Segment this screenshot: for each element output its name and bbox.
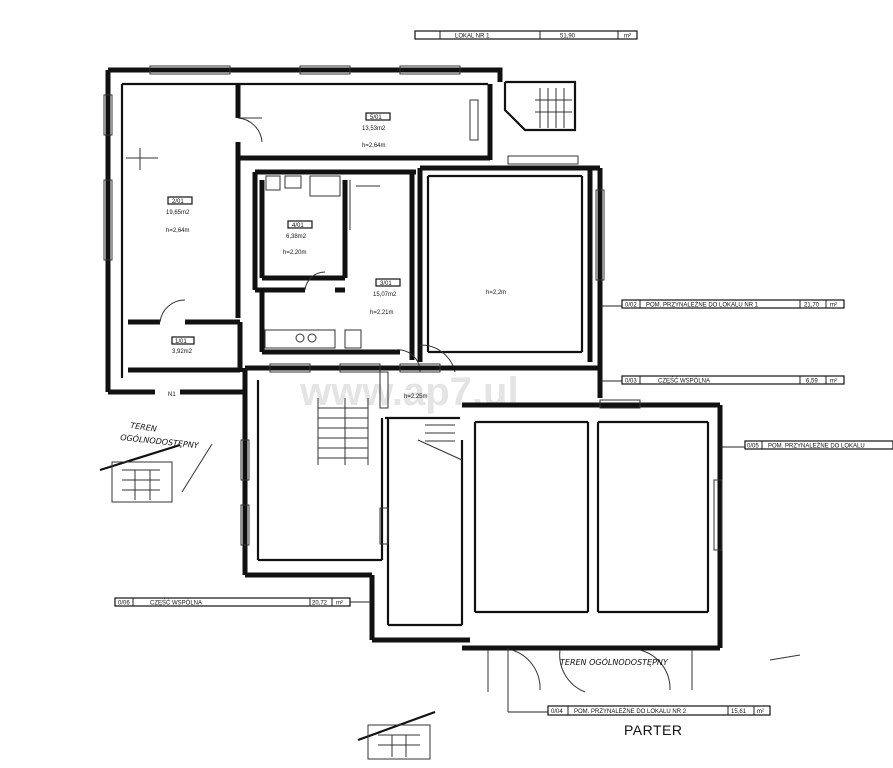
room-5-01-height: h=2,64m [362,143,386,149]
bottom-shed-sketch [357,710,436,760]
legend-0-06-label: CZĘŚĆ WSPÓLNA [150,599,202,607]
upper-right-room-walls [394,155,605,398]
legend-0-02-code: 0/02 [625,303,637,309]
legend-0-04: 0/04 POM. PRZYNALEŻNE DO LOKALU NR 2 15,… [508,705,771,716]
legend-lokal-1-unit: m² [624,34,631,40]
legend-lokal-1: LOKAL NR 1 51,90 m² [414,30,638,40]
legend-0-06-unit: m² [336,601,343,607]
legend-0-06: 0/06 CZĘŚĆ WSPÓLNA 20,72 m² [114,597,372,607]
room-4-01-id: 4/01 [292,223,304,229]
room-2-01-area: 19,65m2 [166,210,190,216]
room-2-01-height: h=2,64m [166,228,190,234]
room-1-01: 1/01 3,92m2 [171,336,195,355]
legend-0-04-code: 0/04 [551,709,563,715]
room-5-01-id: 5/01 [370,115,382,121]
legend-0-05-code: 0/05 [747,444,759,450]
legend-0-02-label: POM. PRZYNALEŻNE DO LOKALU NR 1 [646,302,759,309]
legend-lokal-1-value: 51,90 [560,34,576,40]
legend-0-05: 0/05 POM. PRZYNALEŻNE DO LOKALU [720,440,893,450]
left-note-line2: OGÓLNODOSTĘPNY [120,431,201,450]
legend-0-04-value: 15,61 [731,709,747,715]
legend-0-03-code: 0/03 [625,379,637,385]
legend-0-02-value: 21,70 [804,303,820,309]
room-3-01-area: 15,07m2 [373,292,397,298]
lower-floor-walls [240,363,600,643]
kitchen-bath-walls [252,169,416,360]
room-1-01-area: 3,92m2 [172,349,193,355]
room-1-01-id: 1/01 [175,339,187,345]
room-4-01-area: 6,38m2 [286,234,307,240]
room-3-01: 3/01 15,07m2 h=2,21m [370,278,401,316]
room-2-01-id: 2/01 [172,199,184,205]
room-4-01: 4/01 6,38m2 h=2,20m [283,220,313,256]
room-5-01-area: 13,53m2 [362,126,386,132]
legend-0-03-unit: m² [830,379,837,385]
room-3-01-id: 3/01 [380,281,392,287]
legend-0-03-value: 6,59 [806,379,818,385]
lower-right-rooms [462,399,723,712]
room-5-01: 5/01 13,53m2 h=2,64m [362,112,391,149]
legend-0-05-label: POM. PRZYNALEŻNE DO LOKALU [768,443,865,450]
bottom-note-text: TEREN OGÓLNODOSTĘPNY [560,656,669,667]
upper-apartment-walls [103,65,503,395]
room-4-01-height: h=2,20m [283,250,307,256]
entrance-mark: N1 [168,392,176,398]
left-note: TEREN OGÓLNODOSTĘPNY [120,421,213,493]
right-room-height: h=2,2m [486,290,506,296]
legend-0-02-unit: m² [830,303,837,309]
room-2-01: 2/01 19,65m2 h=2,64m [166,196,193,234]
room-3-01-height: h=2,21m [370,310,394,316]
legend-0-02: 0/02 POM. PRZYNALEŻNE DO LOKALU NR 1 21,… [600,299,845,309]
legend-0-04-label: POM. PRZYNALEŻNE DO LOKALU NR 2 [574,708,687,715]
bottom-note: TEREN OGÓLNODOSTĘPNY [560,654,801,667]
left-shed-sketch [99,443,181,503]
upper-stair-block [503,80,577,132]
left-note-line1: TEREN [130,421,158,434]
legend-0-03: 0/03 CZĘŚĆ WSPÓLNA 6,59 m² [600,375,845,385]
corridor-height: h=2,25m [404,394,428,400]
floor-title: PARTER [624,722,683,738]
legend-lokal-1-label: LOKAL NR 1 [455,34,490,40]
legend-0-06-code: 0/06 [118,601,130,607]
legend-0-04-unit: m² [757,709,764,715]
legend-0-03-label: CZĘŚĆ WSPÓLNA [658,377,710,385]
legend-0-06-value: 20,72 [312,601,328,607]
